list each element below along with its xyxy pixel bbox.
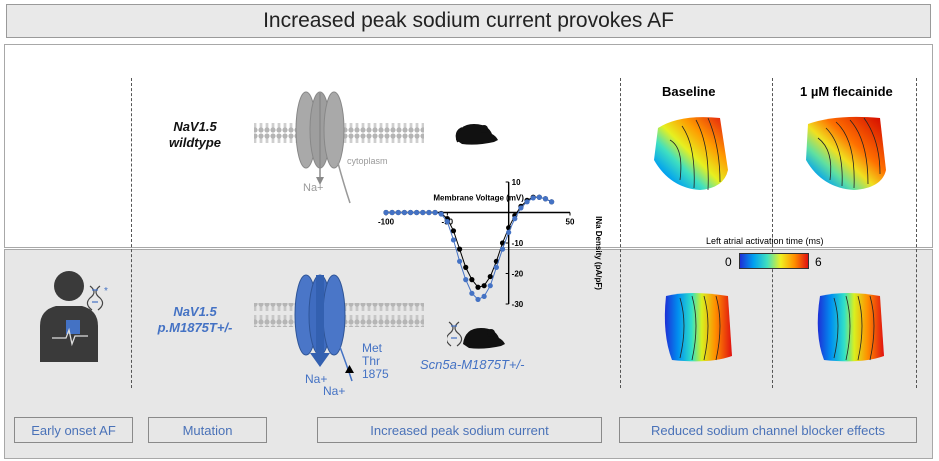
residue-met: Met (362, 341, 383, 355)
map-baseline-mutant (664, 293, 732, 362)
y-tick-label: -10 (512, 239, 524, 248)
title-text: Increased peak sodium current provokes A… (263, 9, 674, 32)
data-point (549, 199, 555, 205)
activation-maps (654, 116, 886, 362)
colorbar-title: Left atrial activation time (ms) (706, 236, 824, 246)
residue-1875: 1875 (362, 367, 389, 381)
na-label-mutant-2: Na+ (323, 384, 346, 398)
data-point (518, 205, 524, 211)
dna-icon-mouse (447, 321, 463, 347)
y-tick-label: -20 (512, 270, 524, 279)
mutant-label: NaV1.5 p.M1875T+/- (148, 304, 242, 336)
data-point (475, 296, 481, 303)
mutant-channel (294, 274, 354, 382)
na-label-wildtype: Na+ (303, 182, 324, 194)
footer-blocker-text: Reduced sodium channel blocker effects (651, 422, 885, 438)
wildtype-line2: wildtype (168, 135, 221, 150)
wildtype-label: NaV1.5 wildtype (150, 119, 240, 151)
data-point (414, 209, 420, 216)
data-point (463, 277, 469, 283)
data-point (499, 246, 506, 252)
chart-series (383, 194, 555, 303)
divider-2 (620, 78, 621, 388)
series-line (386, 196, 552, 301)
dna-icon-patient (86, 285, 104, 311)
data-point (530, 195, 536, 201)
data-point (463, 264, 469, 270)
patient-icon: * (40, 271, 108, 362)
data-point (438, 211, 444, 217)
footer-sodium-current: Increased peak sodium current (317, 417, 602, 443)
footer-early-onset: Early onset AF (14, 417, 133, 443)
data-point (493, 264, 499, 270)
data-point (389, 209, 395, 216)
data-point (457, 258, 463, 264)
data-point (506, 229, 512, 235)
mouse-icon-wildtype (455, 124, 498, 145)
mouse-model-label: Scn5a-M1875T+/- (420, 357, 525, 372)
data-point (450, 228, 457, 234)
colorbar (739, 253, 809, 269)
footer-early-text: Early onset AF (31, 422, 116, 438)
map-flecainide-wildtype (806, 116, 886, 190)
wildtype-line1: NaV1.5 (173, 119, 217, 134)
wildtype-panel (4, 44, 933, 248)
data-point (444, 219, 450, 225)
x-tick-label: -100 (378, 218, 395, 227)
mutant-line1: NaV1.5 (173, 304, 217, 319)
page-title: Increased peak sodium current provokes A… (6, 4, 931, 38)
footer-mutation-text: Mutation (182, 422, 233, 438)
y-tick-label: 10 (512, 178, 521, 187)
y-tick-label: -30 (512, 300, 524, 309)
data-point (487, 283, 493, 289)
map-flecainide-mutant (817, 293, 884, 362)
data-point (432, 209, 438, 216)
iv-curve-chart: Membrane Voltage (mV) INa Density (pA/pF… (378, 178, 603, 309)
footer-current-text: Increased peak sodium current (370, 422, 549, 438)
data-point (524, 199, 530, 205)
data-point (481, 293, 487, 299)
divider-3 (772, 78, 773, 388)
na-label-mutant-1: Na+ (305, 372, 328, 386)
channel-illustration (254, 91, 424, 382)
residue-labels: Met Thr 1875 (362, 342, 389, 381)
data-point (401, 209, 407, 216)
data-point (487, 273, 493, 280)
data-point (469, 290, 475, 296)
data-point (383, 209, 389, 216)
divider-4 (916, 78, 917, 388)
data-point (542, 196, 549, 202)
data-point (450, 237, 457, 243)
data-point (457, 246, 463, 252)
data-point (512, 216, 518, 222)
colorbar-min: 0 (725, 255, 732, 269)
data-point (426, 209, 432, 216)
data-point (469, 277, 475, 283)
data-point (420, 209, 426, 216)
data-point (481, 283, 487, 289)
colorbar-max: 6 (815, 255, 822, 269)
cytoplasm-label: cytoplasm (347, 156, 388, 166)
flecainide-label: 1 µM flecainide (800, 84, 893, 99)
y-axis-label: INa Density (pA/pF) (594, 216, 603, 290)
baseline-label: Baseline (662, 84, 716, 99)
divider-1 (131, 78, 132, 388)
x-axis-label: Membrane Voltage (mV) (433, 194, 524, 203)
mutant-line2: p.M1875T+/- (157, 320, 233, 335)
data-point (536, 194, 542, 200)
wildtype-channel (295, 91, 351, 204)
map-baseline-wildtype (654, 117, 728, 191)
mouse-icon-mutant (447, 321, 505, 349)
footer-blocker-effects: Reduced sodium channel blocker effects (619, 417, 917, 443)
footer-mutation: Mutation (148, 417, 267, 443)
data-point (475, 284, 481, 290)
x-tick-label: 50 (566, 218, 575, 227)
data-point (407, 209, 414, 216)
data-point (395, 209, 401, 216)
residue-thr: Thr (362, 354, 380, 368)
svg-text:*: * (104, 286, 108, 297)
